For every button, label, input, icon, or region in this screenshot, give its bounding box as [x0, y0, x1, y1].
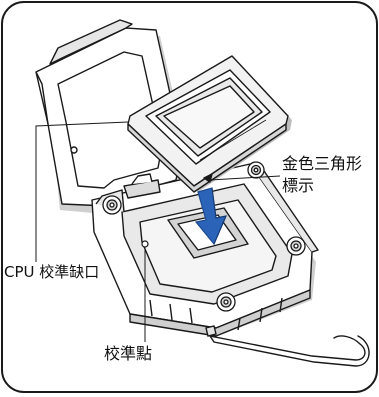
alignment-key-mark	[141, 240, 149, 248]
leader-lines	[35, 121, 281, 342]
screw-hole-bottom-right	[286, 236, 306, 256]
alignment-key-label: 校準點	[104, 344, 153, 363]
load-lever	[205, 325, 370, 367]
insertion-arrow	[194, 187, 228, 246]
cpu-chip	[127, 55, 292, 193]
screw-hole-bottom-left	[216, 292, 236, 312]
load-plate	[35, 19, 186, 219]
screw-hole-top-left	[102, 195, 122, 215]
leader-golden-triangle	[209, 175, 281, 181]
screw-holes	[102, 161, 306, 312]
socket-base	[91, 163, 319, 337]
cpu-notch-label: CPU 校準缺口	[4, 263, 100, 281]
leader-cpu-notch	[35, 121, 129, 262]
golden-triangle-label-line2: 標示	[282, 176, 315, 195]
screw-hole-top-right	[247, 161, 265, 179]
golden-triangle-label-line1: 金色三角形	[282, 154, 363, 173]
